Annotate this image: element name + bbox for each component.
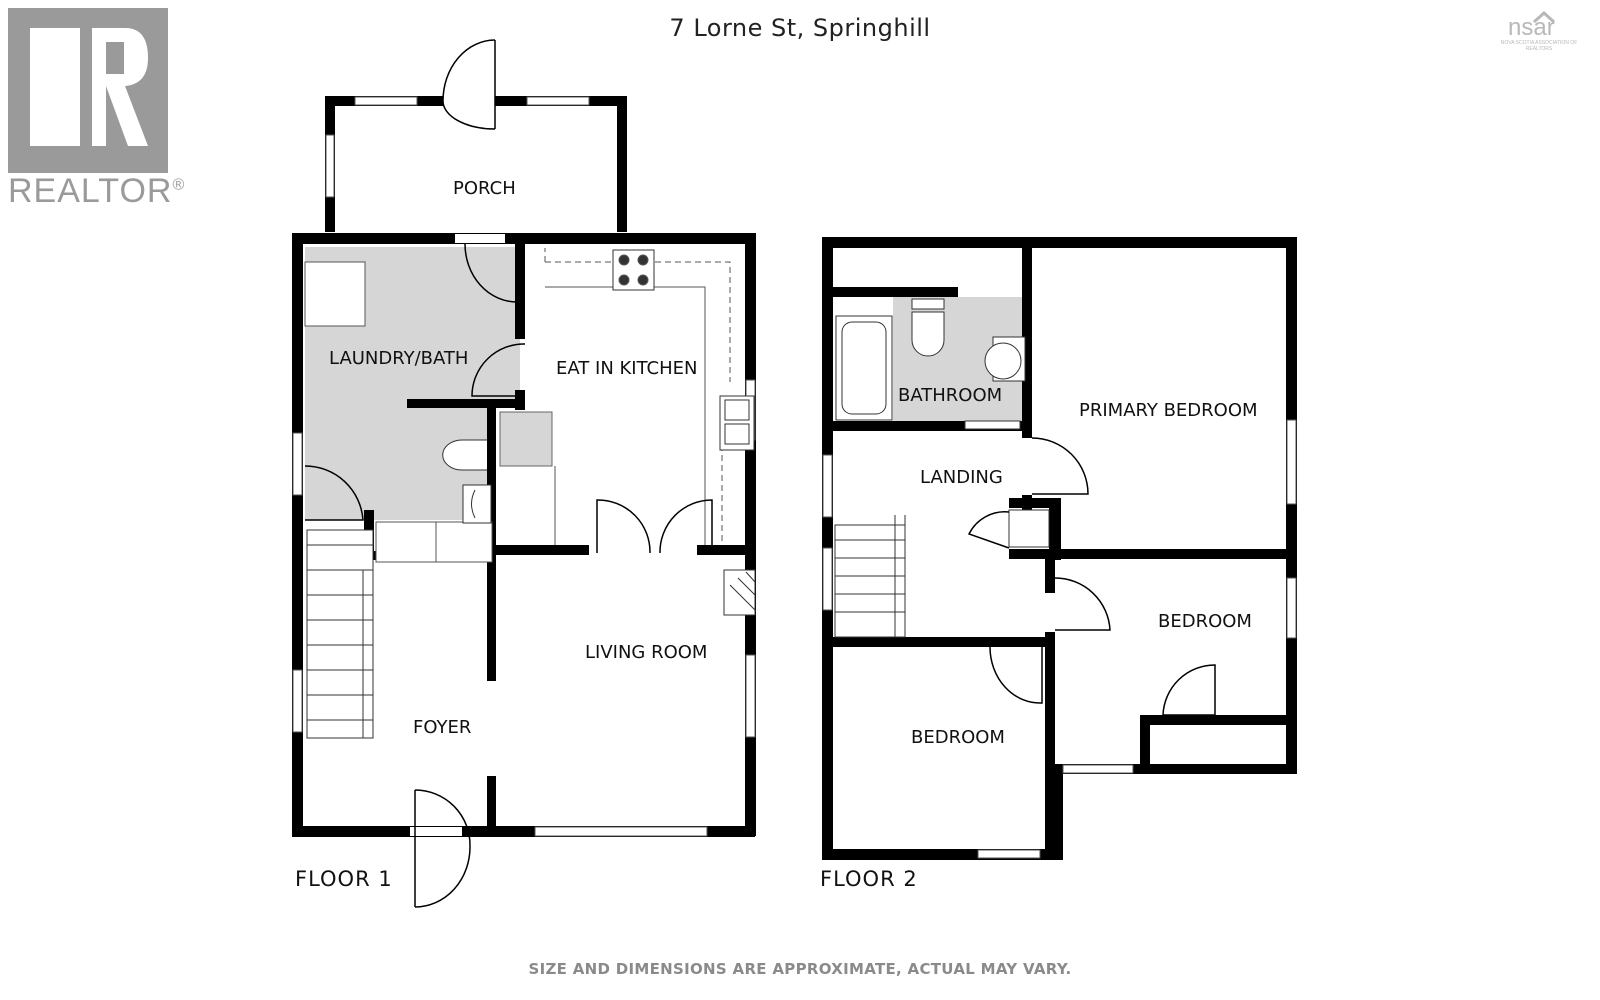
floor-1-label: FLOOR 1 <box>295 867 393 891</box>
room-label-bedroom-left: BEDROOM <box>911 727 1005 748</box>
floor-2-plan <box>822 237 1297 860</box>
porch-walls <box>325 96 627 232</box>
room-label-foyer: FOYER <box>413 717 472 738</box>
property-address: 7 Lorne St, Springhill <box>669 14 931 42</box>
room-label-eat-in-kitchen: EAT IN KITCHEN <box>556 358 698 379</box>
floor-1-stairs <box>306 529 374 739</box>
nsar-logo-text: nsar <box>1508 14 1555 41</box>
floor-2-stairs <box>834 515 906 638</box>
realtor-logo-text: REALTOR® <box>8 172 186 210</box>
floor-2-interior-walls <box>833 248 1296 860</box>
room-label-landing: LANDING <box>920 467 1003 488</box>
nsar-logo <box>1532 10 1556 24</box>
realtor-logo <box>8 8 168 173</box>
room-label-porch: PORCH <box>453 178 516 199</box>
floor-2-label: FLOOR 2 <box>820 867 918 891</box>
room-label-bathroom: BATHROOM <box>898 385 1003 406</box>
porch-door <box>442 39 496 130</box>
nsar-logo-subtitle: NOVA SCOTIA ASSOCIATION OF REALTORS <box>1500 40 1578 52</box>
room-label-bedroom-right: BEDROOM <box>1158 611 1252 632</box>
disclaimer-text: SIZE AND DIMENSIONS ARE APPROXIMATE, ACT… <box>528 960 1072 978</box>
room-label-primary-bedroom: PRIMARY BEDROOM <box>1079 400 1258 421</box>
floor-1-plan <box>292 39 756 908</box>
room-label-living-room: LIVING ROOM <box>585 642 708 663</box>
room-label-laundry-bath: LAUNDRY/BATH <box>329 348 469 369</box>
